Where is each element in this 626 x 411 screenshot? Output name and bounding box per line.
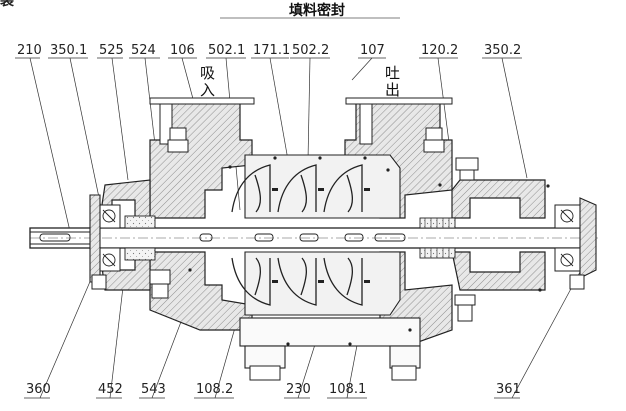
label-120-2: 120.2 xyxy=(421,43,459,58)
suction-char-2: 入 xyxy=(200,81,216,99)
label-230: 230 xyxy=(286,382,311,397)
marker-dots xyxy=(188,156,550,346)
suction-char-1: 吸 xyxy=(200,64,216,82)
discharge-char-2: 出 xyxy=(385,81,401,99)
feet xyxy=(249,365,417,381)
label-452: 452 xyxy=(98,382,123,397)
label-502-2: 502.2 xyxy=(292,43,330,58)
packing-seals xyxy=(124,215,456,261)
shaft xyxy=(29,227,600,249)
label-543: 543 xyxy=(141,382,166,397)
label-108-2: 108.2 xyxy=(196,382,234,397)
label-502-1: 502.1 xyxy=(208,43,246,58)
end-caps xyxy=(89,194,597,283)
label-171-1: 171.1 xyxy=(253,43,291,58)
flanges xyxy=(149,97,453,145)
discharge-char-1: 吐 xyxy=(385,64,401,82)
bearing-balls xyxy=(102,209,574,267)
label-525: 525 xyxy=(99,43,124,58)
label-108-1: 108.1 xyxy=(329,382,367,397)
label-107: 107 xyxy=(360,43,385,58)
label-350-2: 350.2 xyxy=(484,43,522,58)
label-360: 360 xyxy=(26,382,51,397)
bolts xyxy=(91,127,585,322)
label-350-1: 350.1 xyxy=(50,43,88,58)
packing-rings xyxy=(424,218,450,258)
stage-casings xyxy=(239,154,421,369)
impellers xyxy=(231,164,363,306)
label-106: 106 xyxy=(170,43,195,58)
drawing-title: 填料密封 xyxy=(289,3,345,19)
label-524: 524 xyxy=(131,43,156,58)
stage-studs xyxy=(272,188,370,283)
corner-glyph: 装 xyxy=(0,0,14,9)
label-210: 210 xyxy=(17,43,42,58)
